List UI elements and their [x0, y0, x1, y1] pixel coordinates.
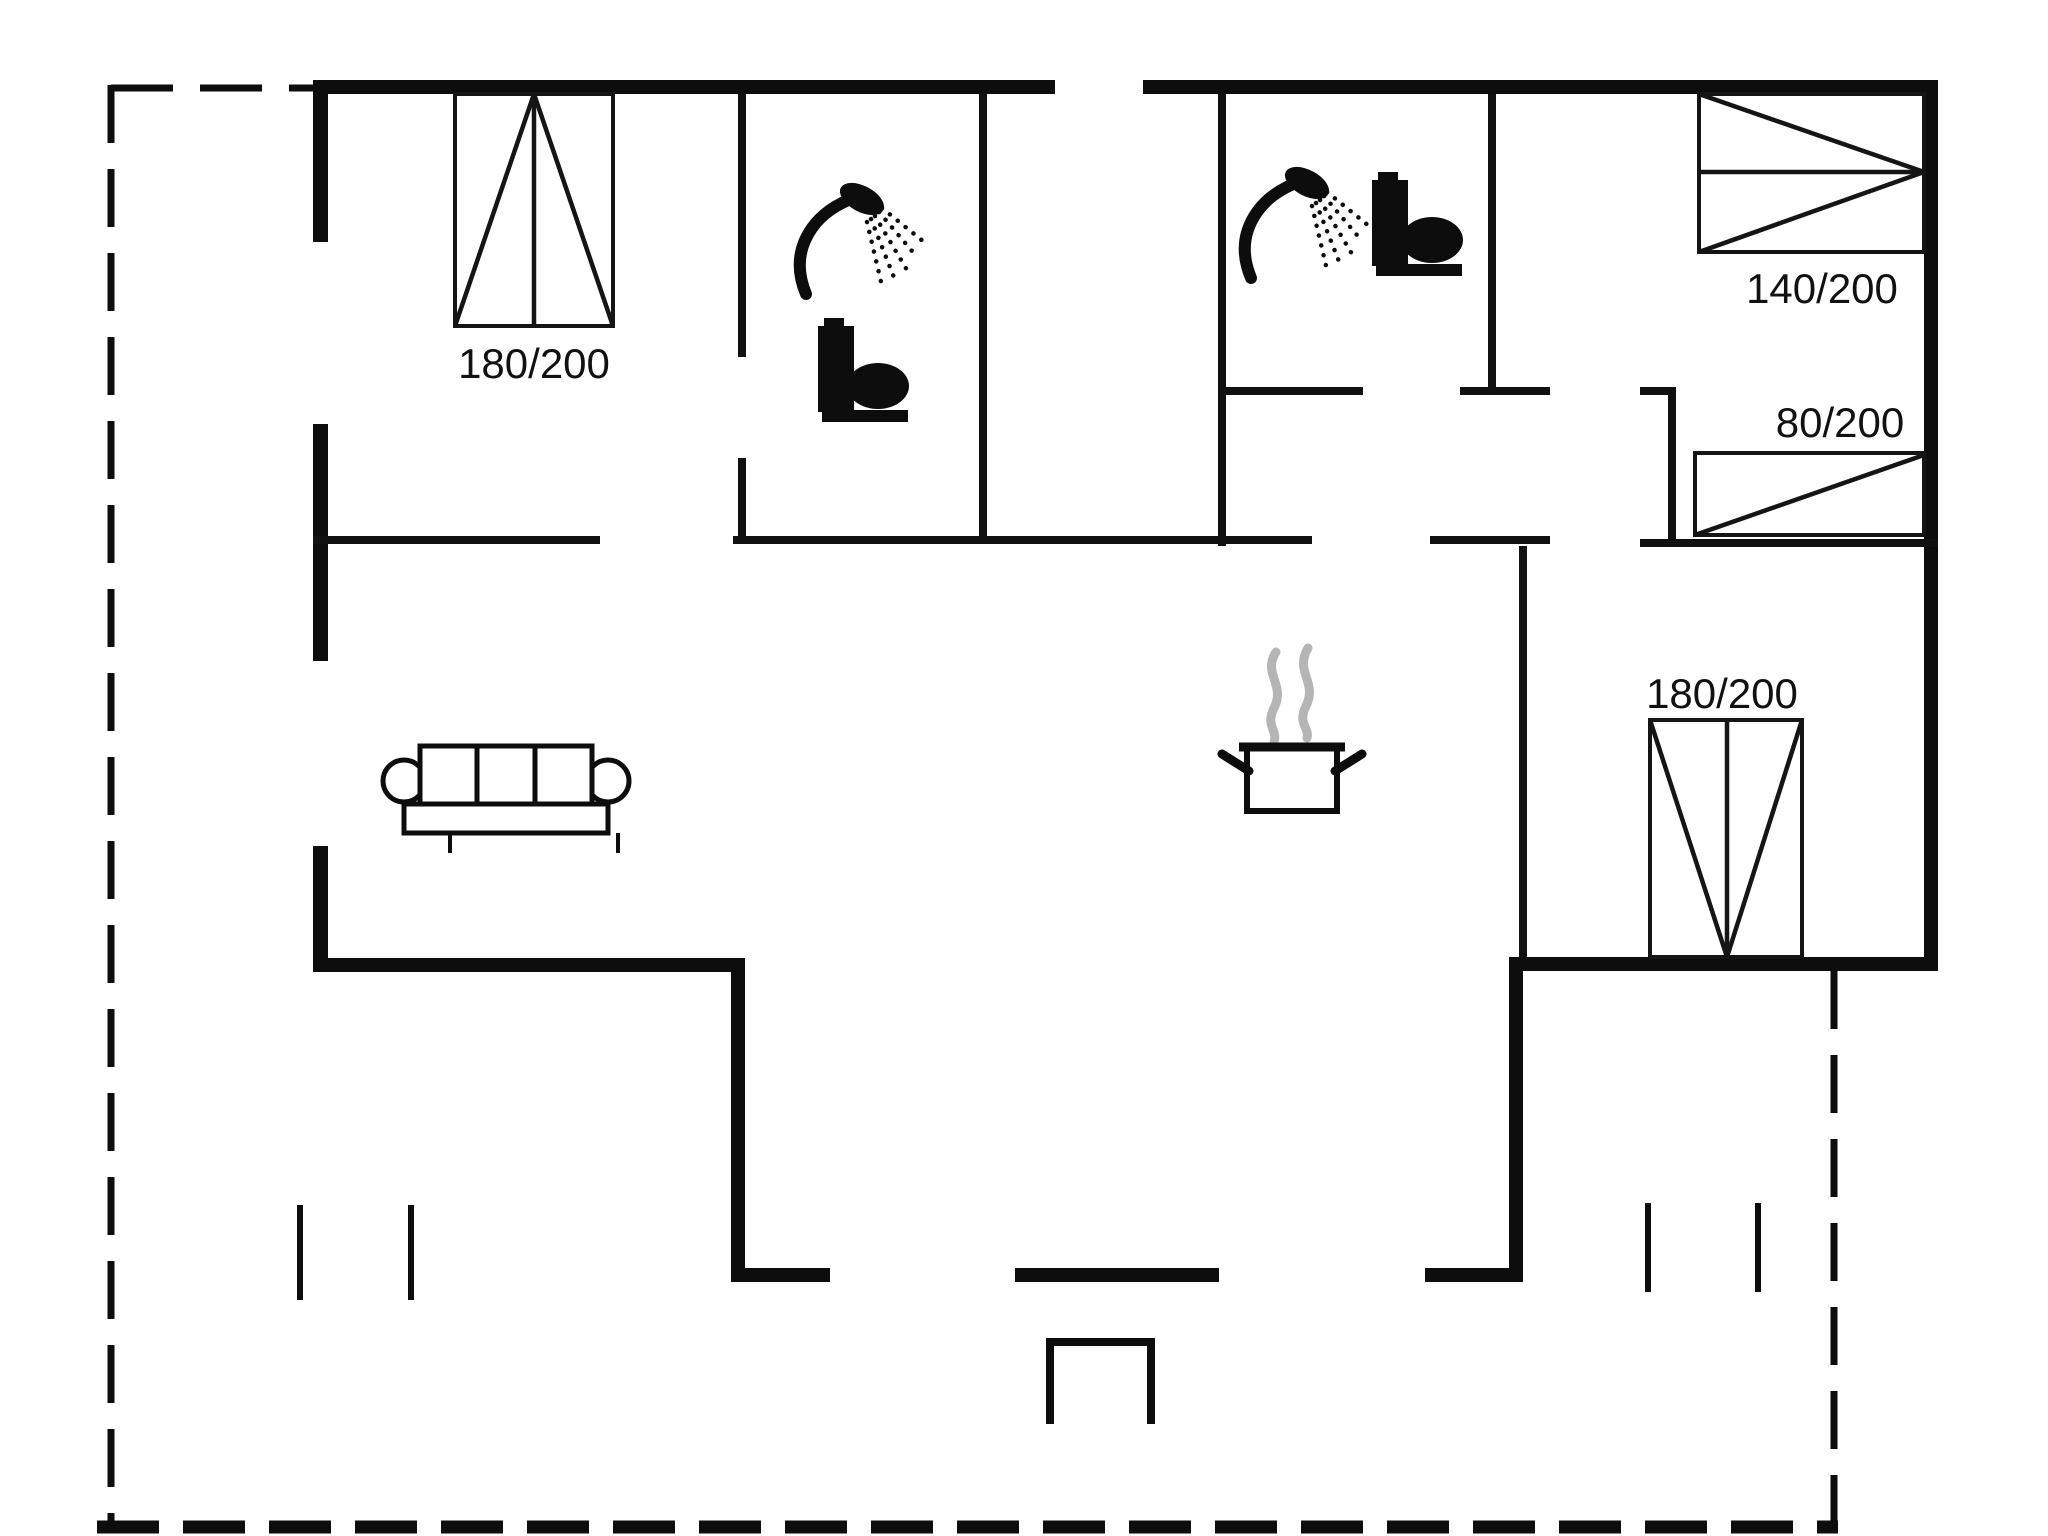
bed-duvet-line	[452, 93, 537, 327]
cooking-pot-icon	[1217, 643, 1367, 814]
bed-outline	[1693, 451, 1926, 537]
bed-duvet-line	[1647, 719, 1730, 958]
interior-walls	[313, 94, 1938, 958]
bed-size-label: 140/200	[1746, 265, 1898, 312]
steam-icon	[1266, 647, 1282, 747]
steam-icon	[1298, 643, 1314, 743]
terrace-posts	[297, 1203, 1761, 1300]
wall-segment	[1425, 1268, 1522, 1282]
toilet-icon	[1372, 172, 1463, 276]
bed-northwest: 180/200	[452, 92, 616, 387]
bed-duvet-line	[1694, 452, 1925, 538]
wall-segment	[1924, 80, 1938, 971]
partition-wall-segment	[1430, 536, 1550, 544]
partition-wall-segment	[738, 94, 746, 357]
bed-size-label: 180/200	[458, 340, 610, 387]
exterior-walls	[313, 80, 1938, 1282]
wall-segment	[1143, 80, 1938, 94]
partition-wall-segment	[979, 94, 987, 544]
partition-wall-segment	[313, 536, 600, 544]
wall-segment	[313, 80, 328, 242]
wall-segment	[1509, 958, 1523, 1282]
entrance-step-icon	[1046, 1338, 1155, 1424]
partition-wall-segment	[1218, 94, 1226, 546]
partition-wall-segment	[1488, 94, 1496, 391]
toilet-icon	[818, 318, 909, 422]
partition-wall-segment	[1519, 546, 1527, 958]
partition-wall-segment	[1460, 387, 1550, 395]
bed-northeast: 140/200	[1697, 91, 1926, 312]
wall-segment	[1509, 957, 1938, 971]
beds: 180/200 140/200 80/200 180/200	[452, 91, 1926, 959]
wall-segment	[313, 80, 1055, 94]
partition-wall-segment	[1640, 539, 1938, 547]
bed-duvet-line	[1698, 169, 1925, 255]
sofa-icon	[380, 743, 632, 853]
bed-size-label: 180/200	[1646, 670, 1798, 717]
bed-duvet-line	[1724, 719, 1805, 958]
wall-segment	[731, 958, 745, 1282]
bed-southeast: 180/200	[1646, 670, 1805, 959]
wall-segment	[313, 958, 745, 972]
bed-size-label: 80/200	[1776, 399, 1904, 446]
wall-segment	[313, 846, 328, 972]
partition-wall-segment	[1218, 387, 1363, 395]
wall-segment	[1015, 1268, 1219, 1282]
bed-duvet-line	[1698, 91, 1925, 175]
terrace-boundary	[97, 84, 1838, 1534]
partition-wall-segment	[1640, 387, 1676, 395]
shower-icon	[800, 176, 924, 294]
shower-icon	[1245, 160, 1369, 278]
partition-wall-segment	[738, 458, 746, 544]
partition-wall-segment	[1668, 391, 1676, 543]
bed-east-single: 80/200	[1693, 399, 1926, 538]
wall-segment	[731, 1268, 830, 1282]
bed-duvet-line	[531, 93, 616, 327]
partition-wall-segment	[733, 536, 1312, 544]
